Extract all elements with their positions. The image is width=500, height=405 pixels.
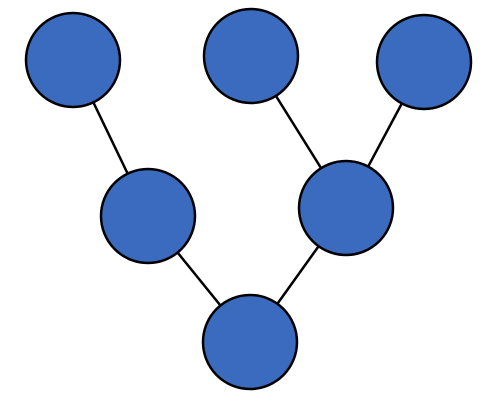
node-root: [201, 293, 299, 391]
node-leaf-left: [24, 11, 122, 109]
node-branch-left: [99, 167, 197, 265]
nodes-layer: [24, 7, 473, 391]
node-branch-right: [297, 159, 395, 257]
node-leaf-right: [375, 13, 473, 111]
node-leaf-middle: [202, 7, 300, 105]
